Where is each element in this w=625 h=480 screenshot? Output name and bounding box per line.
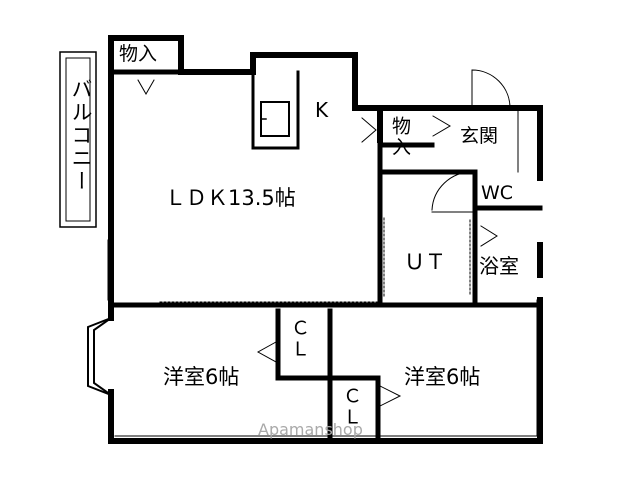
wc-label: WC	[481, 182, 514, 204]
door-markers	[137, 79, 498, 407]
balcony-outline	[59, 51, 97, 228]
storage-label-entrance: 物入	[389, 116, 411, 158]
closet-label-left: ＣＬ	[288, 318, 310, 360]
window-lines	[107, 239, 538, 437]
kitchen-counter	[251, 70, 300, 150]
bay-window	[87, 316, 113, 397]
wc-door-swing	[431, 171, 473, 211]
entrance-label: 玄関	[460, 125, 499, 147]
ut-label: ＵＴ	[404, 250, 446, 274]
watermark-logo: Apamanshop	[258, 420, 363, 439]
sliding-partitions	[159, 217, 471, 303]
ldk-label: ＬＤＫ13.5帖	[165, 186, 296, 210]
western-room-label-right: 洋室6帖	[404, 365, 481, 389]
storage-label-top-left: 物入	[119, 43, 158, 65]
western-room-label-left: 洋室6帖	[163, 365, 240, 389]
bath-label: 浴室	[479, 254, 519, 278]
outer-walls	[108, 35, 543, 444]
balcony-label: バルコニー	[69, 78, 93, 193]
kitchen-label: K	[315, 98, 329, 122]
interior-walls	[108, 69, 543, 444]
entrance-door	[471, 69, 519, 173]
balcony-inner-line	[65, 57, 91, 222]
closet-label-right: ＣＬ	[340, 386, 362, 428]
